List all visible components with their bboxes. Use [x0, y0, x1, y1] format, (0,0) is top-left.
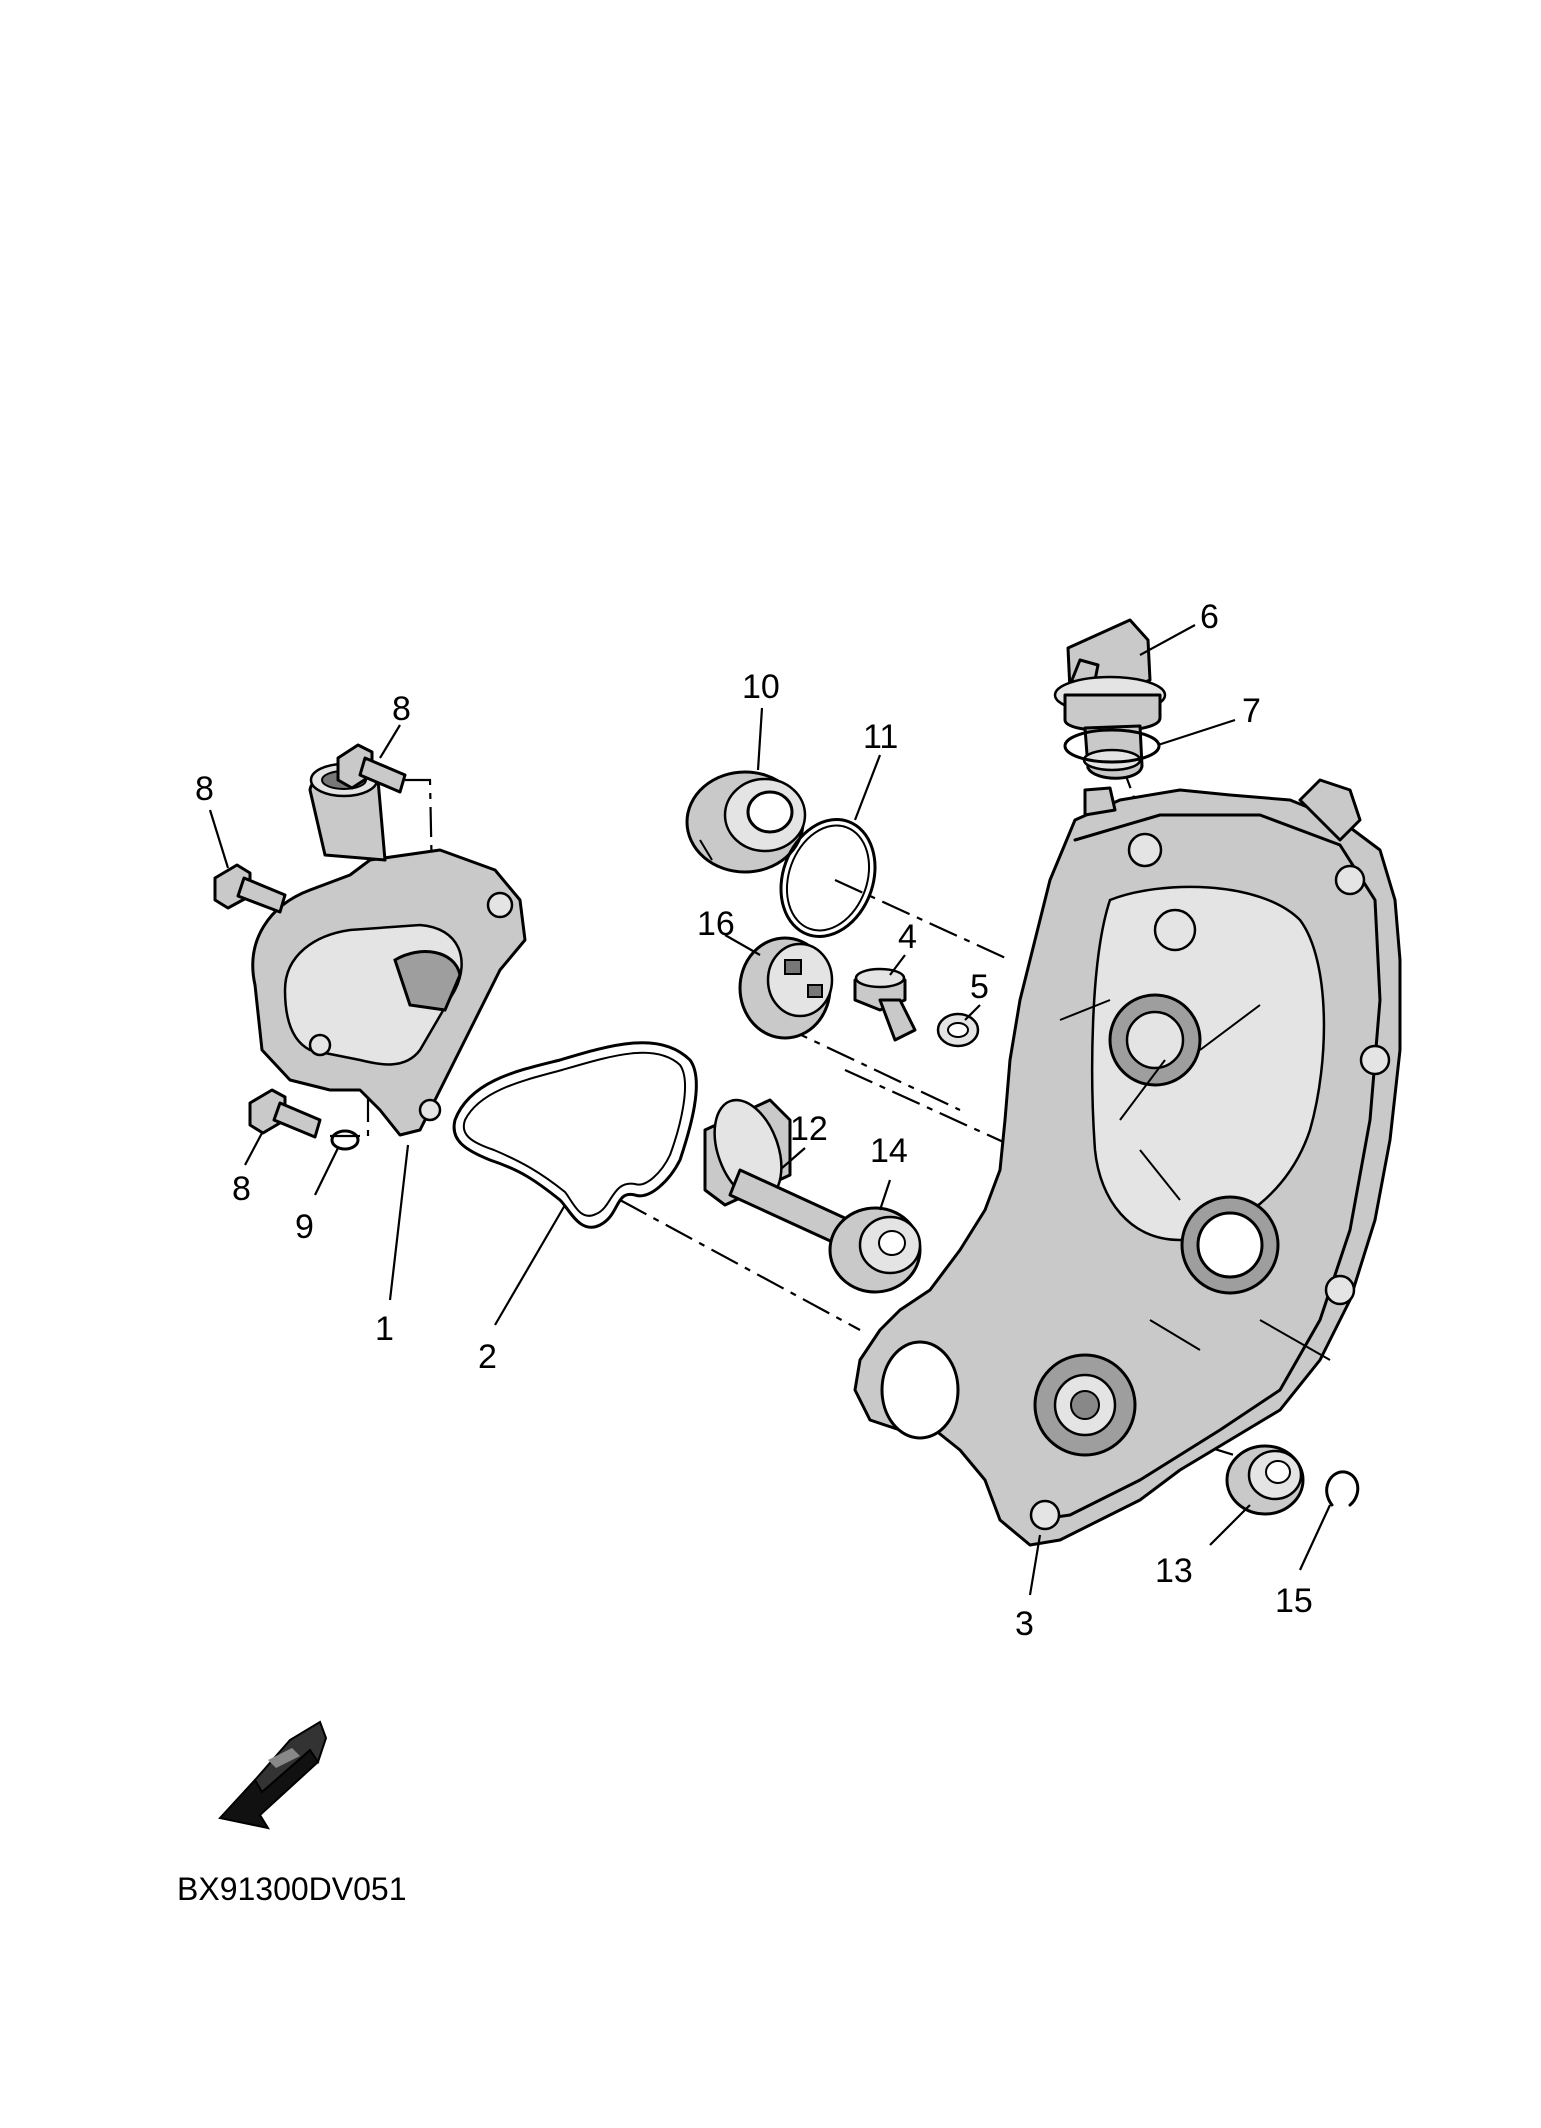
callout-numbers: 1 2 3 4 5 6 7 8 8 8 9 10 11 12 13 14 15 …: [195, 598, 1313, 1643]
part-3-crankcase-cover: [853, 778, 1402, 1547]
part-8-bolt-lower: [248, 1088, 322, 1139]
part-1-water-pump-cover: [251, 762, 527, 1137]
callout-10: 10: [742, 668, 780, 706]
part-11-o-ring: [779, 818, 877, 938]
part-14-bearing: [828, 1206, 922, 1294]
callout-16: 16: [697, 905, 735, 943]
part-13-bearing: [1225, 1444, 1305, 1516]
callout-3: 3: [1015, 1605, 1034, 1643]
callout-14: 14: [870, 1132, 908, 1170]
part-5-washer: [936, 1012, 980, 1048]
callout-4: 4: [898, 918, 917, 956]
part-10-oil-seal: [685, 770, 807, 874]
part-8-bolt-left: [213, 863, 287, 914]
part-16-mechanical-seal: [738, 936, 834, 1040]
leader-lines: [208, 624, 1331, 1596]
part-7-o-ring: [1063, 728, 1161, 764]
callout-15: 15: [1275, 1582, 1313, 1620]
callout-8-left: 8: [195, 770, 214, 808]
callout-8-lower: 8: [232, 1170, 251, 1208]
callout-6: 6: [1200, 598, 1219, 636]
callout-2: 2: [478, 1338, 497, 1376]
part-15-circlip: [1325, 1470, 1360, 1507]
callout-11: 11: [863, 718, 898, 756]
callout-7: 7: [1242, 692, 1261, 730]
fwd-arrow-icon: [218, 1720, 328, 1830]
callout-12: 12: [790, 1110, 828, 1148]
callout-13: 13: [1155, 1552, 1193, 1590]
callout-9: 9: [295, 1208, 314, 1246]
callout-8-upper: 8: [392, 690, 411, 728]
part-6-filler-plug: [1053, 618, 1167, 780]
drawing-code: BX91300DV051: [177, 1871, 407, 1907]
part-9-dowel-pin: [330, 1129, 360, 1151]
part-4-bolt: [853, 967, 917, 1042]
part-2-gasket: [452, 1041, 698, 1229]
callout-5: 5: [970, 968, 989, 1006]
part-8-bolt-upper: [336, 743, 407, 794]
callout-1: 1: [375, 1310, 394, 1348]
